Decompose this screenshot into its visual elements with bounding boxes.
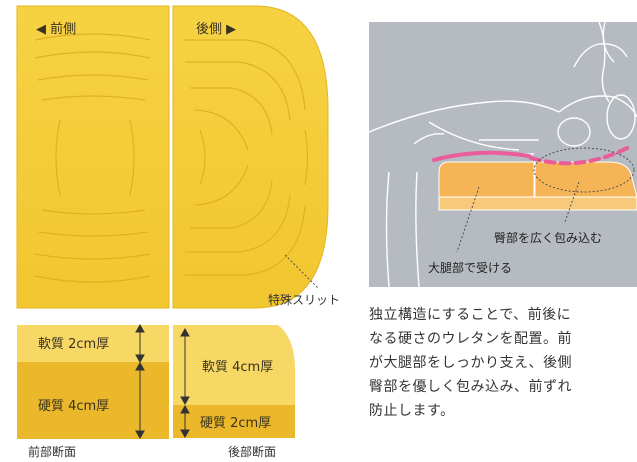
buttocks-highlight <box>533 147 635 193</box>
rear-hard-layer-label: 硬質 2cm厚 <box>200 416 272 431</box>
thigh-label: 大腿部で受ける <box>428 261 513 275</box>
description-line: なる硬さのウレタンを配置。前 <box>369 331 572 347</box>
cushion-top-view <box>16 5 329 309</box>
description-line: が大腿部をしっかり支え、後側 <box>369 355 572 371</box>
front-cross-section <box>17 323 169 440</box>
front-cushion-block <box>16 5 170 309</box>
rear-soft-layer <box>173 325 295 405</box>
description-line: 防止します。 <box>369 403 455 419</box>
description-line: 臀部を優しく包み込み、前ずれ <box>369 379 572 395</box>
description-text: 独立構造にすることで、前後に なる硬さのウレタンを配置。前 が大腿部をしっかり支… <box>369 303 637 423</box>
front-section-caption: 前部断面 <box>28 445 77 459</box>
rear-cushion-block <box>172 5 329 309</box>
front-hard-layer-label: 硬質 4cm厚 <box>38 399 110 414</box>
rear-cross-section <box>173 325 295 439</box>
illustration-pressure-line <box>432 150 531 162</box>
buttocks-label: 臀部を広く包み込む <box>494 231 603 245</box>
rear-hard-layer <box>173 405 295 438</box>
rear-soft-layer-label: 軟質 4cm厚 <box>202 360 274 375</box>
description-line: 独立構造にすることで、前後に <box>369 307 572 323</box>
front-hard-layer <box>17 362 169 439</box>
slit-callout-label: 特殊スリット <box>268 293 341 307</box>
seated-posture-illustration <box>369 22 637 287</box>
illustration-seat-rear <box>534 161 637 198</box>
rear-section-caption: 後部断面 <box>228 445 277 459</box>
front-soft-layer-label: 軟質 2cm厚 <box>38 337 110 352</box>
rear-direction-label: 後側 ▶ <box>196 22 237 37</box>
front-direction-label: ◀ 前側 <box>36 22 77 37</box>
illustration-seat-front <box>438 161 535 198</box>
